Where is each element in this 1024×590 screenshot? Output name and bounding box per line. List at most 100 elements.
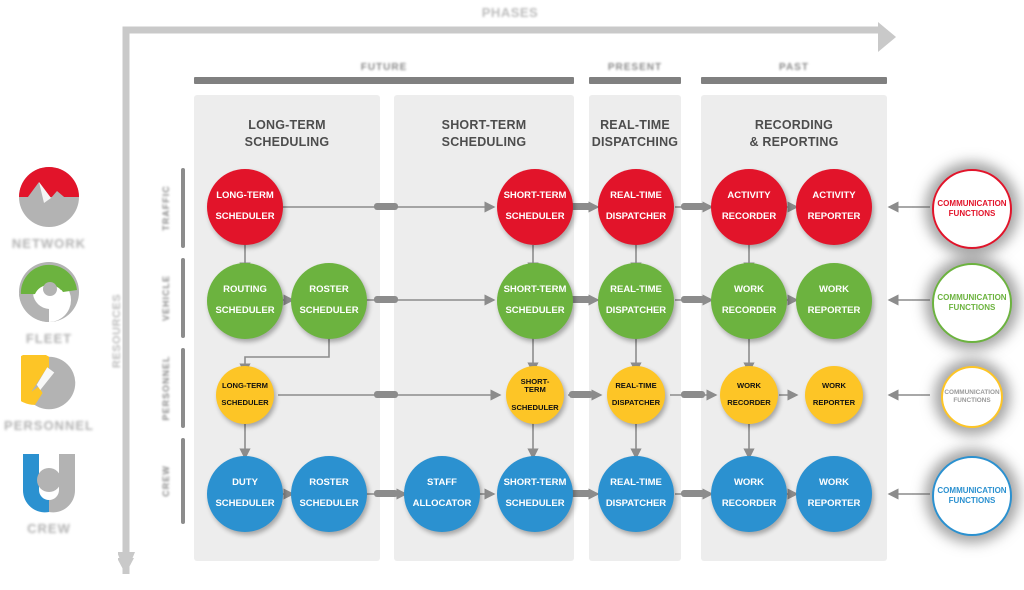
node-work-reporter-vehicle[interactable]: WORK REPORTER xyxy=(796,263,872,339)
node-label-line2: RECORDER xyxy=(721,498,777,510)
phase-future: FUTURE xyxy=(194,62,574,84)
row-axis xyxy=(181,168,185,524)
node-label-line1: REAL-TIME xyxy=(610,476,662,488)
comm-label-line1: COMMUNICATION xyxy=(944,389,1000,397)
node-work-recorder-crew[interactable]: WORK RECORDER xyxy=(711,456,787,532)
node-label-line2: REPORTER xyxy=(812,398,856,408)
node-label-line1: ACTIVITY xyxy=(812,189,856,201)
row-label-vehicle: VEHICLE xyxy=(161,275,171,322)
product-fleet[interactable]: FLEET xyxy=(1,260,97,346)
row-label-crew: CREW xyxy=(161,465,171,497)
row-tick-personnel xyxy=(181,348,185,428)
panel-title-line1: LONG-TERM xyxy=(248,118,326,132)
crew-icon xyxy=(17,450,81,514)
node-label-line1: REAL-TIME xyxy=(615,380,657,390)
comm-label-line1: COMMUNICATION xyxy=(937,486,1007,496)
node-label-line2: SCHEDULER xyxy=(505,305,565,317)
node-roster-scheduler-crew[interactable]: ROSTER SCHEDULER xyxy=(291,456,367,532)
product-personnel[interactable]: PERSONNEL xyxy=(1,352,97,433)
node-work-reporter-personnel[interactable]: WORK REPORTER xyxy=(805,366,863,424)
row-tick-crew xyxy=(181,438,185,524)
node-real-time-dispatcher-vehicle[interactable]: REAL-TIME DISPATCHER xyxy=(598,263,674,339)
node-label-line1: REAL-TIME xyxy=(610,189,662,201)
phase-label-future: FUTURE xyxy=(360,62,408,73)
node-label-line1: WORK xyxy=(733,476,765,488)
node-label-line1: LONG-TERM xyxy=(216,189,274,201)
node-label-line1: WORK xyxy=(821,380,847,390)
node-label-line2: RECORDER xyxy=(721,305,777,317)
comm-functions-traffic[interactable]: COMMUNICATION FUNCTIONS xyxy=(932,169,1012,249)
node-label-line2: DISPATCHER xyxy=(605,498,667,510)
phase-label-past: PAST xyxy=(779,62,809,73)
fleet-icon xyxy=(17,260,81,324)
node-real-time-dispatcher-traffic[interactable]: REAL-TIME DISPATCHER xyxy=(598,169,674,245)
comm-functions-personnel[interactable]: COMMUNICATION FUNCTIONS xyxy=(941,366,1003,428)
node-real-time-dispatcher-crew[interactable]: REAL-TIME DISPATCHER xyxy=(598,456,674,532)
node-work-reporter-crew[interactable]: WORK REPORTER xyxy=(796,456,872,532)
comm-label-line1: COMMUNICATION xyxy=(937,293,1007,303)
node-short-term-scheduler-traffic[interactable]: SHORT-TERM SCHEDULER xyxy=(497,169,573,245)
node-label-line1: WORK xyxy=(733,283,765,295)
node-long-term-scheduler-traffic[interactable]: LONG-TERM SCHEDULER xyxy=(207,169,283,245)
product-network[interactable]: NETWORK xyxy=(1,165,97,251)
node-label-line2: SCHEDULER xyxy=(299,305,359,317)
node-label-line1: WORK xyxy=(818,283,850,295)
node-label-line2: REPORTER xyxy=(807,211,861,223)
node-label-line1: ACTIVITY xyxy=(727,189,771,201)
phases-axis-label: PHASES xyxy=(481,5,539,20)
node-routing-scheduler-vehicle[interactable]: ROUTING SCHEDULER xyxy=(207,263,283,339)
personnel-icon xyxy=(8,352,77,411)
comm-label-line1: COMMUNICATION xyxy=(937,199,1007,209)
node-label-line1: ROUTING xyxy=(223,283,267,295)
comm-functions-vehicle[interactable]: COMMUNICATION FUNCTIONS xyxy=(932,263,1012,343)
node-work-recorder-vehicle[interactable]: WORK RECORDER xyxy=(711,263,787,339)
resources-axis-label: RESOURCES xyxy=(111,293,123,369)
node-label-line1: ROSTER xyxy=(309,283,349,295)
comm-functions-crew[interactable]: COMMUNICATION FUNCTIONS xyxy=(932,456,1012,536)
node-duty-scheduler-crew[interactable]: DUTY SCHEDULER xyxy=(207,456,283,532)
node-label-line1: SHORT-TERM xyxy=(520,376,550,395)
node-label-line2: DISPATCHER xyxy=(605,305,667,317)
node-short-term-scheduler-personnel[interactable]: SHORT-TERM SCHEDULER xyxy=(506,366,564,424)
node-label-line2: ALLOCATOR xyxy=(412,498,472,510)
row-label-traffic: TRAFFIC xyxy=(161,185,171,231)
panel-title-line1: SHORT-TERM xyxy=(441,118,527,132)
node-label-line2: REPORTER xyxy=(807,498,861,510)
node-label-line1: SHORT-TERM xyxy=(503,476,567,488)
node-activity-reporter-traffic[interactable]: ACTIVITY REPORTER xyxy=(796,169,872,245)
node-short-term-scheduler-crew[interactable]: SHORT-TERM SCHEDULER xyxy=(497,456,573,532)
panel-title-line2: & REPORTING xyxy=(749,134,839,149)
row-tick-traffic xyxy=(181,168,185,248)
node-label-line2: SCHEDULER xyxy=(215,211,275,223)
comm-label-line2: FUNCTIONS xyxy=(948,303,996,312)
node-work-recorder-personnel[interactable]: WORK RECORDER xyxy=(720,366,778,424)
product-crew[interactable]: CREW xyxy=(1,450,97,536)
node-label-line1: REAL-TIME xyxy=(610,283,662,295)
node-label-line1: WORK xyxy=(736,380,762,390)
panel-title-line2: SCHEDULING xyxy=(244,134,330,149)
node-label-line2: SCHEDULER xyxy=(511,402,559,412)
node-short-term-scheduler-vehicle[interactable]: SHORT-TERM SCHEDULER xyxy=(497,263,573,339)
panel-title-line1: RECORDING xyxy=(754,118,834,132)
node-label-line2: SCHEDULER xyxy=(215,305,275,317)
phase-label-present: PRESENT xyxy=(607,62,663,73)
node-activity-recorder-traffic[interactable]: ACTIVITY RECORDER xyxy=(711,169,787,245)
node-label-line2: SCHEDULER xyxy=(299,498,359,510)
product-label: FLEET xyxy=(25,331,73,346)
node-staff-allocator-crew[interactable]: STAFF ALLOCATOR xyxy=(404,456,480,532)
comm-label-line2: FUNCTIONS xyxy=(948,209,996,218)
node-label-line1: SHORT-TERM xyxy=(503,283,567,295)
node-label-line1: LONG-TERM xyxy=(222,380,268,390)
panel-title-line1: REAL-TIME xyxy=(600,118,670,132)
node-long-term-scheduler-personnel[interactable]: LONG-TERM SCHEDULER xyxy=(216,366,274,424)
node-label-line2: RECORDER xyxy=(727,398,771,408)
product-label: PERSONNEL xyxy=(4,418,94,433)
node-label-line2: DISPATCHER xyxy=(605,211,667,223)
node-roster-scheduler-vehicle[interactable]: ROSTER SCHEDULER xyxy=(291,263,367,339)
row-tick-vehicle xyxy=(181,258,185,338)
node-label-line2: REPORTER xyxy=(807,305,861,317)
node-real-time-dispatcher-personnel[interactable]: REAL-TIME DISPATCHER xyxy=(607,366,665,424)
product-label: NETWORK xyxy=(11,236,87,251)
network-icon xyxy=(17,165,81,229)
node-label-line2: RECORDER xyxy=(721,211,777,223)
